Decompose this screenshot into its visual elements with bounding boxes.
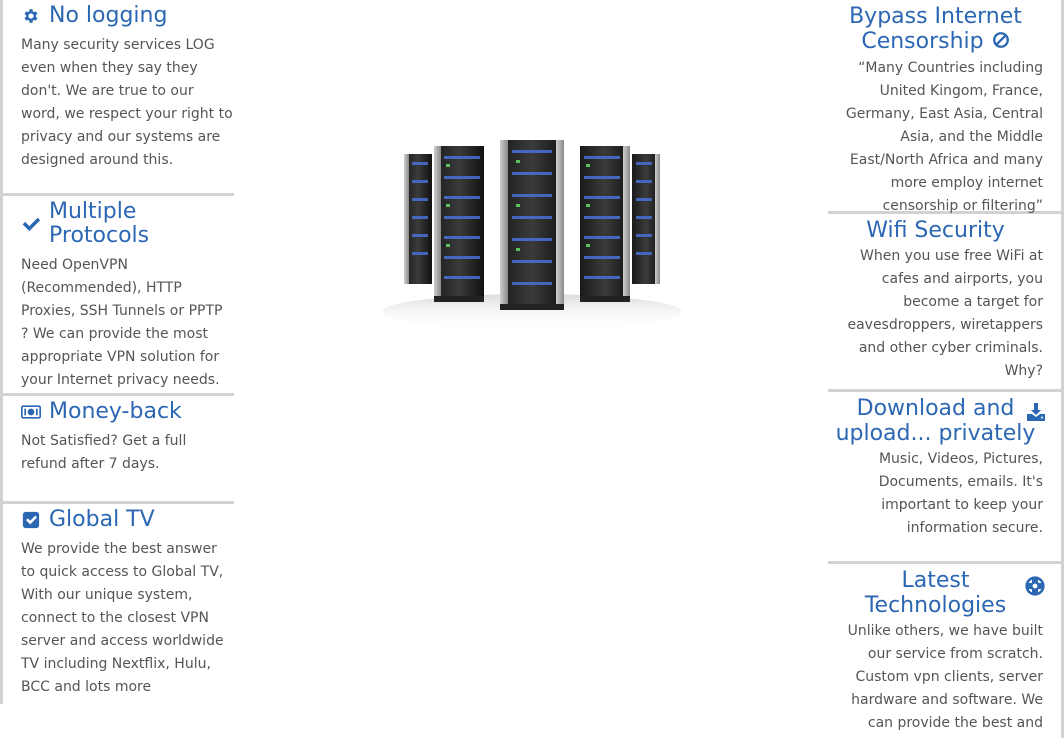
feature-description: We provide the best answer to quick acce… bbox=[21, 541, 224, 695]
feature-title: Multiple Protocols bbox=[49, 199, 150, 248]
feature-title: Global TV bbox=[49, 507, 155, 532]
feature-description: When you use free WiFi at cafes and airp… bbox=[847, 248, 1043, 379]
feature-description: Unlike others, we have built our service… bbox=[847, 623, 1043, 731]
feature-wifi-security: Wifi Security When you use free WiFi at … bbox=[828, 214, 1064, 392]
money-icon bbox=[21, 402, 41, 422]
feature-title: Money-back bbox=[49, 399, 182, 424]
lifebuoy-icon bbox=[1025, 576, 1045, 596]
feature-description: Music, Videos, Pictures, Documents, emai… bbox=[878, 451, 1043, 536]
feature-title: Download and upload... privately bbox=[835, 396, 1036, 446]
feature-no-logging: No logging Many security services LOG ev… bbox=[0, 0, 234, 196]
download-icon bbox=[1026, 402, 1046, 422]
feature-description: “Many Countries including United Kingom,… bbox=[845, 59, 1043, 214]
feature-description: Many security services LOG even when the… bbox=[21, 37, 233, 168]
feature-bypass-censorship: Bypass Internet Censorship “Many Countri… bbox=[828, 0, 1064, 214]
feature-description: Need OpenVPN (Recommended), HTTP Proxies… bbox=[21, 257, 223, 388]
feature-multiple-protocols: Multiple Protocols Need OpenVPN (Recomme… bbox=[0, 196, 234, 396]
ban-icon bbox=[992, 30, 1010, 55]
gear-icon bbox=[21, 6, 41, 26]
feature-title: Wifi Security bbox=[866, 218, 1005, 243]
feature-title: Latest Technologies bbox=[864, 568, 1007, 618]
feature-global-tv: Global TV We provide the best answer to … bbox=[0, 504, 234, 704]
feature-title: Bypass Internet Censorship bbox=[849, 4, 1022, 54]
feature-money-back: Money-back Not Satisfied? Get a full ref… bbox=[0, 396, 234, 504]
checkmark-icon bbox=[21, 214, 41, 234]
feature-title: No logging bbox=[49, 3, 168, 28]
right-feature-column: Bypass Internet Censorship “Many Countri… bbox=[828, 0, 1064, 738]
feature-latest-technologies: Latest Technologies Unlike others, we ha… bbox=[828, 564, 1064, 738]
server-rack-image bbox=[382, 134, 682, 332]
checkbox-icon bbox=[21, 510, 41, 530]
left-feature-column: No logging Many security services LOG ev… bbox=[0, 0, 234, 704]
feature-description: Not Satisfied? Get a full refund after 7… bbox=[21, 433, 187, 472]
feature-download-upload: Download and upload... privately Music, … bbox=[828, 392, 1064, 564]
